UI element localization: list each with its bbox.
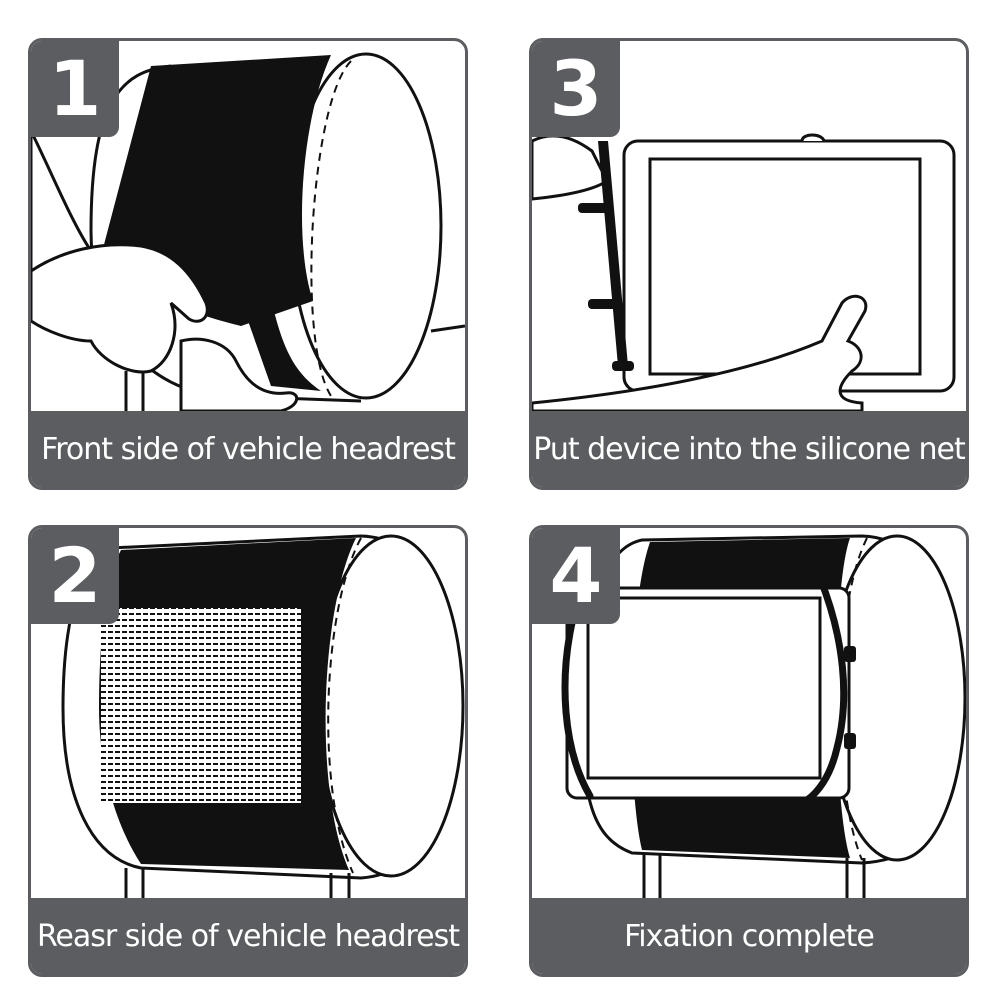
step-4-panel: 4 Fixation complete (529, 525, 969, 977)
step-caption: Put device into the silicone net (532, 411, 966, 487)
step-caption: Front side of vehicle headrest (31, 411, 465, 487)
step-caption: Fixation complete (532, 898, 966, 974)
step-number-badge: 3 (532, 41, 620, 137)
step-2-panel: 2 Reasr side of vehicle headrest (28, 525, 468, 977)
step-number-badge: 2 (31, 528, 119, 624)
headrest-front-illustration (31, 52, 465, 411)
fixation-complete-illustration (561, 534, 966, 898)
headrest-rear-illustration (61, 534, 465, 898)
step-number-badge: 4 (532, 528, 620, 624)
step-number-badge: 1 (31, 41, 119, 137)
step-caption: Reasr side of vehicle headrest (31, 898, 465, 974)
step-1-panel: 1 Front side of vehicle headrest (28, 38, 468, 490)
step-3-panel: 3 Put device into the silicone net (529, 38, 969, 490)
insert-device-illustration (532, 133, 956, 411)
